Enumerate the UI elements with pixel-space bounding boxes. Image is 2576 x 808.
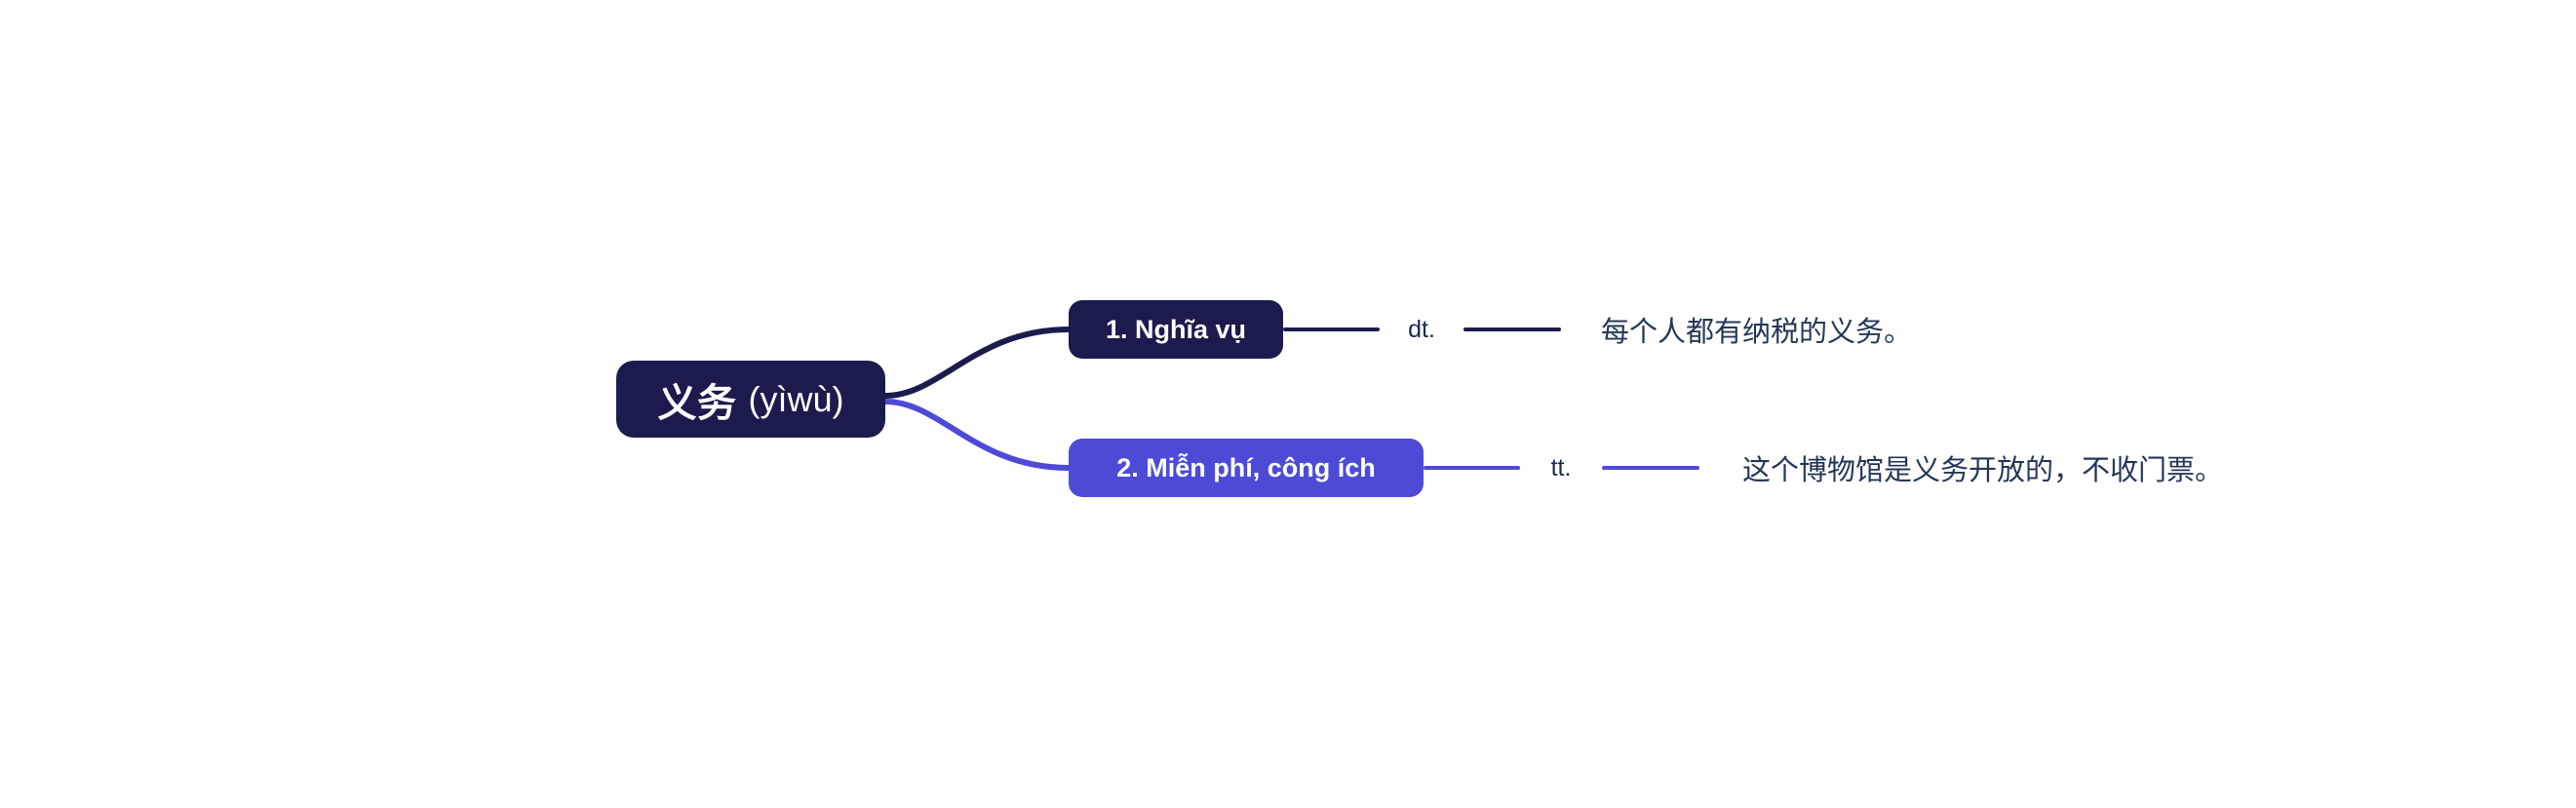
root-headword: 义务	[657, 381, 737, 425]
root-pinyin: (yìwù)	[748, 378, 844, 419]
connector-line-2b	[1602, 466, 1699, 470]
branch-node-1[interactable]: 1. Nghĩa vụ	[1069, 300, 1283, 359]
branch-node-2[interactable]: 2. Miễn phí, công ích	[1069, 439, 1424, 497]
edge-root-to-branch-2	[882, 399, 1072, 471]
pos-label-2: tt.	[1550, 453, 1572, 481]
branch-node-2-label: 2. Miễn phí, công ích	[1116, 452, 1376, 482]
connector-line-2a	[1424, 466, 1520, 470]
root-node[interactable]: 义务 (yìwù)	[616, 361, 885, 438]
connector-line-1b	[1464, 327, 1561, 331]
leaf-row-2: tt. 这个博物馆是义务开放的，不收门票。	[1424, 448, 2223, 487]
leaf-row-1: dt. 每个人都有纳税的义务。	[1283, 310, 1912, 349]
edge-root-to-branch-1	[882, 327, 1072, 399]
example-sentence-2: 这个博物馆是义务开放的，不收门票。	[1742, 455, 2224, 486]
example-sentence-1: 每个人都有纳税的义务。	[1601, 317, 1913, 348]
connector-line-1a	[1283, 327, 1380, 331]
branch-node-1-label: 1. Nghĩa vụ	[1105, 314, 1247, 344]
pos-label-1: dt.	[1408, 315, 1435, 343]
